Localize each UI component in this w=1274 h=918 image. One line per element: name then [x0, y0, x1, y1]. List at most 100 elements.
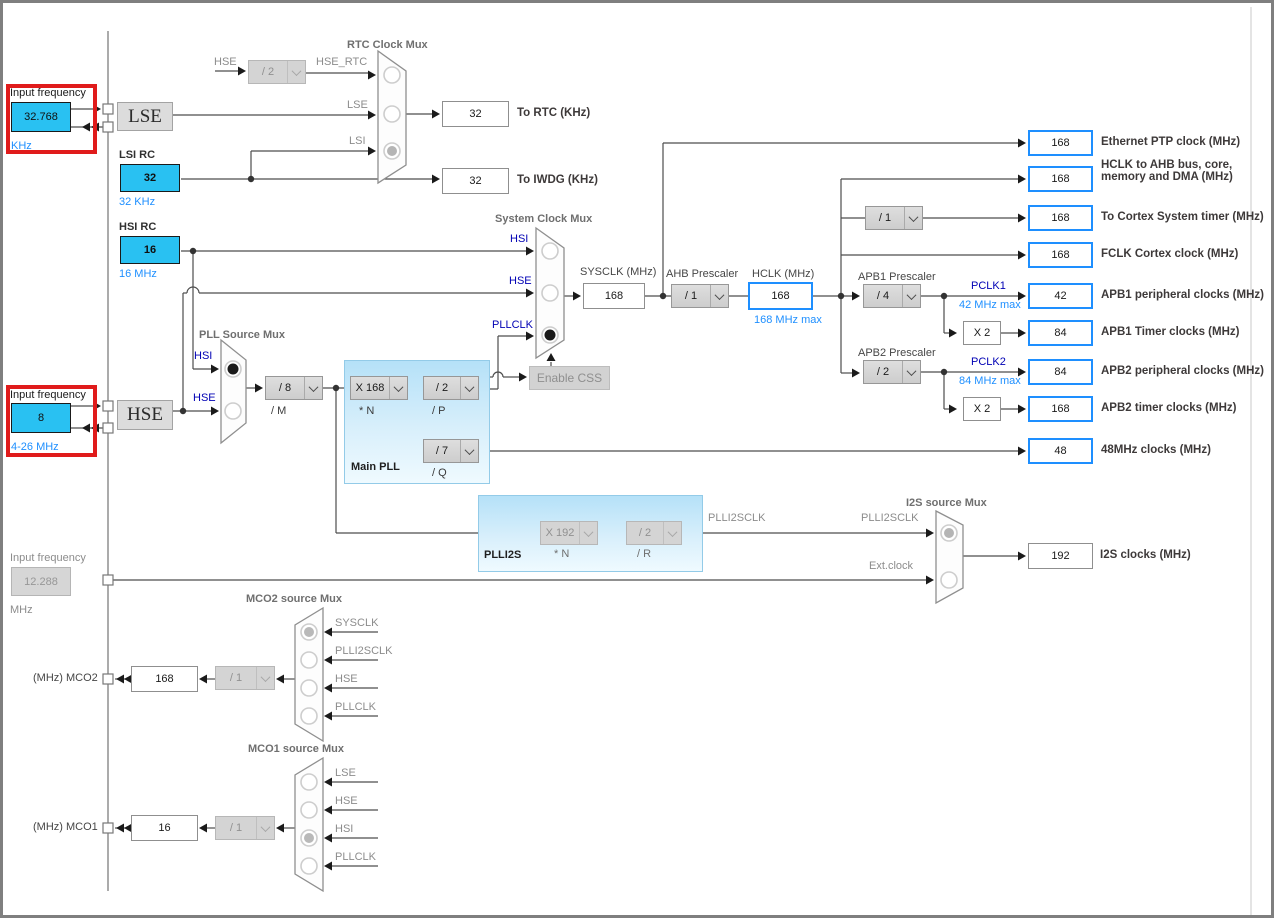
mco1-divider[interactable]: / 1 — [215, 816, 275, 840]
lse-oscillator-box: LSE — [117, 102, 173, 131]
sys-mux-option-hse[interactable] — [541, 284, 559, 302]
hclk-ahb-value-box: 168 — [1028, 166, 1093, 192]
rtc-lse-signal-label: LSE — [347, 99, 368, 111]
apb1-prescaler-value: / 4 — [876, 290, 890, 302]
cortex-timer-divider[interactable]: / 1 — [865, 206, 923, 230]
plli2s-n-multiplier[interactable]: X 192 — [540, 521, 598, 545]
hse-input-label: Input frequency — [10, 389, 86, 401]
wiring-layer — [71, 7, 1252, 915]
pll-n-multiplier[interactable]: X 168 — [350, 376, 408, 400]
i2s-clocks-label: I2S clocks (MHz) — [1100, 549, 1191, 561]
pll-m-label: / M — [271, 405, 287, 417]
chevron-down-icon — [256, 817, 274, 839]
pclk1-signal-label: PCLK1 — [971, 280, 1006, 292]
rtc-mux-option-hse-rtc[interactable] — [383, 66, 401, 84]
sys-mux-option-hsi[interactable] — [541, 242, 559, 260]
apb1-timer-value-box: 84 — [1028, 320, 1093, 346]
apb2-peripheral-label: APB2 peripheral clocks (MHz) — [1101, 365, 1264, 377]
pclk2-max-label: 84 MHz max — [959, 375, 1021, 387]
hse-frequency-input[interactable]: 8 — [11, 403, 71, 433]
i2s-source-mux-title: I2S source Mux — [906, 497, 987, 509]
to-iwdg-label: To IWDG (KHz) — [517, 174, 598, 186]
cortex-timer-value-box: 168 — [1028, 205, 1093, 231]
chevron-down-icon — [902, 361, 920, 383]
i2s-ckin-unit-label: MHz — [10, 604, 33, 616]
pll-q-divider[interactable]: / 7 — [423, 439, 479, 463]
plli2s-r-label: / R — [637, 548, 652, 560]
pll-mux-option-hse[interactable] — [224, 402, 242, 420]
apb1-prescaler[interactable]: / 4 — [863, 284, 921, 308]
pll-m-divider[interactable]: / 8 — [265, 376, 323, 400]
i2s-ckin-frequency-input: 12.288 — [11, 567, 71, 596]
chevron-down-icon — [579, 522, 597, 544]
mco1-mux-option-pllclk[interactable] — [300, 857, 318, 875]
mco2-mux-option-hse[interactable] — [300, 679, 318, 697]
ahb-prescaler[interactable]: / 1 — [671, 284, 729, 308]
pll-p-label: / P — [432, 405, 446, 417]
chevron-down-icon — [663, 522, 681, 544]
enable-css-button[interactable]: Enable CSS — [529, 366, 610, 390]
i2s-ckin-input-label: Input frequency — [10, 552, 86, 564]
mco2-source-mux-body — [294, 606, 324, 743]
apb2-prescaler-label: APB2 Prescaler — [858, 347, 936, 359]
mco1-mux-option-lse[interactable] — [300, 773, 318, 791]
mco2-divider[interactable]: / 1 — [215, 666, 275, 690]
pll-p-divider[interactable]: / 2 — [423, 376, 479, 400]
rtc-lsi-signal-label: LSI — [349, 135, 366, 147]
mco1-value-box: 16 — [131, 815, 198, 841]
chevron-down-icon — [460, 377, 478, 399]
apb2-timer-label: APB2 timer clocks (MHz) — [1101, 402, 1237, 414]
mco1-mux-option-hse[interactable] — [300, 801, 318, 819]
to-iwdg-value-box: 32 — [442, 168, 509, 194]
ethernet-ptp-value-box: 168 — [1028, 130, 1093, 156]
hclk-label: HCLK (MHz) — [752, 268, 815, 280]
i2s-clocks-value-box: 192 — [1028, 543, 1093, 569]
rtc-mux-option-lse[interactable] — [383, 105, 401, 123]
cortex-timer-label: To Cortex System timer (MHz) — [1101, 211, 1264, 223]
hclk-value-box[interactable]: 168 — [748, 282, 813, 310]
mco2-hse-signal-label: HSE — [335, 673, 358, 685]
mco2-sysclk-signal-label: SYSCLK — [335, 617, 379, 629]
mco2-value-box: 168 — [131, 666, 198, 692]
pll-n-label: * N — [359, 405, 375, 417]
fclk-label: FCLK Cortex clock (MHz) — [1101, 248, 1239, 260]
sys-hsi-signal-label: HSI — [510, 233, 529, 245]
apb1-timer-multiplier: X 2 — [963, 321, 1001, 345]
chevron-down-icon — [902, 285, 920, 307]
mco2-pllclk-signal-label: PLLCLK — [335, 701, 376, 713]
mco2-mux-option-plli2sclk[interactable] — [300, 651, 318, 669]
mco2-mux-option-pllclk[interactable] — [300, 707, 318, 725]
lse-frequency-input[interactable]: 32.768 — [11, 102, 71, 132]
plli2s-r-divider-value: / 2 — [638, 527, 652, 539]
i2s-mux-selected-dot — [944, 528, 954, 538]
hse-rtc-signal-label: HSE_RTC — [316, 56, 368, 68]
mux-radio-options — [224, 66, 958, 875]
chevron-down-icon — [287, 61, 305, 83]
main-pll-title: Main PLL — [351, 461, 400, 473]
system-clock-mux-title: System Clock Mux — [495, 213, 593, 225]
mco1-hse-signal-label: HSE — [335, 795, 358, 807]
pll-mux-selected-dot — [227, 363, 239, 375]
to-rtc-value-box: 32 — [442, 101, 509, 127]
rtc-mux-selected-dot — [387, 146, 397, 156]
apb2-prescaler[interactable]: / 2 — [863, 360, 921, 384]
lsi-rc-title: LSI RC — [119, 149, 156, 161]
pll-source-mux-body — [220, 338, 247, 445]
rtc-hse-divider[interactable]: / 2 — [248, 60, 306, 84]
hse-input-highlight — [6, 385, 97, 457]
lse-input-label: Input frequency — [10, 87, 86, 99]
arrowheads — [82, 66, 1026, 871]
i2s-mux-option-extclock[interactable] — [940, 571, 958, 589]
hclk-max-label: 168 MHz max — [754, 314, 822, 326]
i2s-plli2sclk-signal-label: PLLI2SCLK — [861, 512, 919, 524]
mco1-mux-selected-dot — [304, 833, 314, 843]
plli2s-r-divider[interactable]: / 2 — [626, 521, 682, 545]
pll-hsi-signal-label: HSI — [194, 350, 213, 362]
mco2-pin-label: (MHz) MCO2 — [33, 672, 98, 684]
pll-q-divider-value: / 7 — [435, 445, 449, 457]
junction-dots — [179, 175, 948, 415]
mco1-lse-signal-label: LSE — [335, 767, 356, 779]
lse-unit-label: KHz — [11, 140, 32, 152]
plli2s-n-multiplier-value: X 192 — [545, 527, 575, 539]
